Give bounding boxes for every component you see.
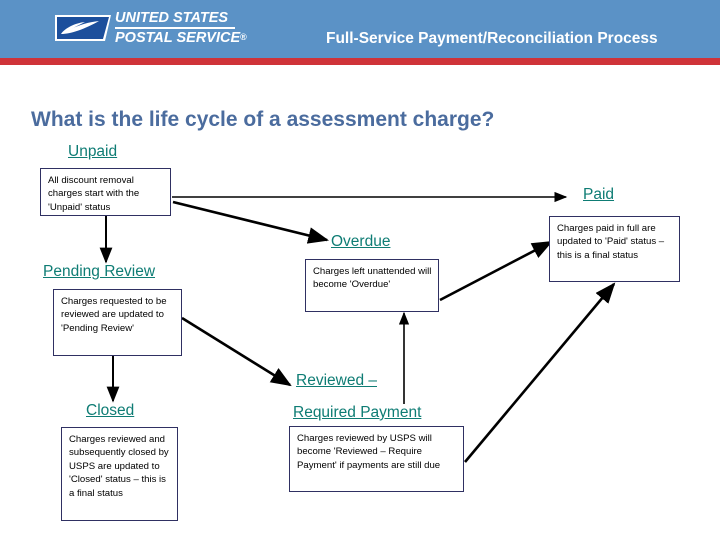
status-label-paid: Paid xyxy=(583,186,615,203)
status-label-reviewed-line2: Required Payment xyxy=(293,404,422,421)
header-title: Full-Service Payment/Reconciliation Proc… xyxy=(326,30,658,47)
connector-overdue-to-paid xyxy=(439,240,553,302)
status-label-overdue: Overdue xyxy=(331,233,391,250)
usps-logo: UNITED STATES POSTAL SERVICE® xyxy=(55,10,247,48)
description-box-reviewed: Charges reviewed by USPS will become 'Re… xyxy=(289,426,464,492)
usps-wordmark-line2: POSTAL SERVICE® xyxy=(115,30,247,46)
usps-wordmark: UNITED STATES POSTAL SERVICE® xyxy=(115,10,247,48)
registered-mark-icon: ® xyxy=(240,32,247,42)
header-bar xyxy=(0,0,720,58)
description-box-paid: Charges paid in full are updated to 'Pai… xyxy=(549,216,680,282)
page-title: What is the life cycle of a assessment c… xyxy=(31,108,495,131)
status-label-closed: Closed xyxy=(86,402,135,419)
header-red-rule xyxy=(0,58,720,65)
description-box-unpaid: All discount removal charges start with … xyxy=(40,168,171,216)
connector-reviewed-to-paid xyxy=(464,282,616,463)
connector-unpaid-to-overdue xyxy=(172,200,330,244)
status-label-unpaid: Unpaid xyxy=(68,143,118,160)
description-box-pending-review: Charges requested to be reviewed are upd… xyxy=(53,289,182,356)
usps-wordmark-line1: UNITED STATES xyxy=(115,10,235,29)
status-label-pending-review: Pending Review xyxy=(43,263,156,280)
usps-eagle-icon xyxy=(55,15,111,41)
connector-pending-review-to-reviewed xyxy=(181,316,292,387)
status-label-reviewed-line1: Reviewed – xyxy=(296,372,377,389)
description-box-overdue: Charges left unattended will become 'Ove… xyxy=(305,259,439,312)
description-box-closed: Charges reviewed and subsequently closed… xyxy=(61,427,178,521)
